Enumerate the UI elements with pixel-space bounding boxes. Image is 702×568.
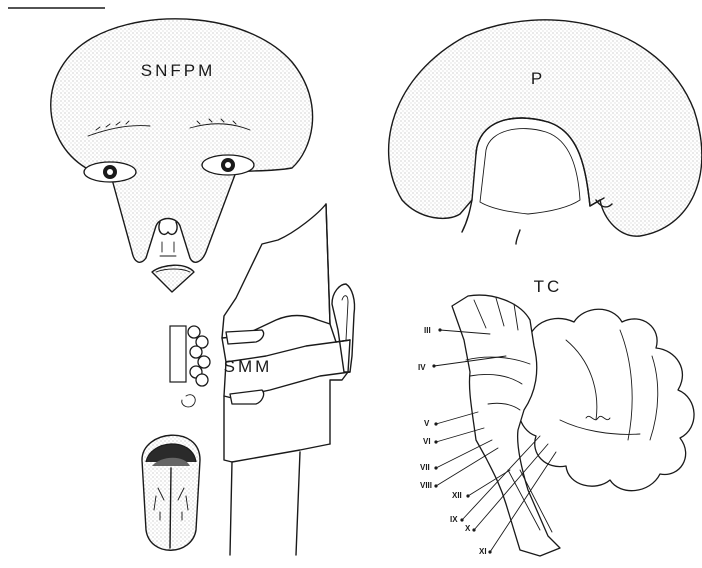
right-eye xyxy=(202,155,254,175)
nerve-label-x: X xyxy=(465,524,471,533)
label-p: P xyxy=(531,69,545,88)
nerve-label-viii: VIII xyxy=(420,481,432,490)
label-snfpm: SNFPM xyxy=(141,61,216,80)
nerve-label-iv: IV xyxy=(418,363,426,372)
nerve-label-xi: XI xyxy=(479,547,487,556)
tongue-figure xyxy=(142,435,200,550)
tc-figure: TC III IV V VI VII VIII XII IX X XI xyxy=(418,277,694,556)
snfpm-face-figure: SNFPM xyxy=(51,19,313,292)
label-tc: TC xyxy=(534,277,563,296)
nerve-label-iii: III xyxy=(424,326,431,335)
nerve-label-vii: VII xyxy=(420,463,430,472)
nerve-label-vi: VI xyxy=(423,437,431,446)
nerve-label-xii: XII xyxy=(452,491,462,500)
p-figure: P xyxy=(389,20,702,244)
cerebellum xyxy=(518,309,694,490)
teeth-column xyxy=(170,326,210,407)
label-smm: SMM xyxy=(224,357,273,376)
left-eye xyxy=(84,162,136,182)
nerve-label-ix: IX xyxy=(450,515,458,524)
nerve-label-v: V xyxy=(424,419,430,428)
